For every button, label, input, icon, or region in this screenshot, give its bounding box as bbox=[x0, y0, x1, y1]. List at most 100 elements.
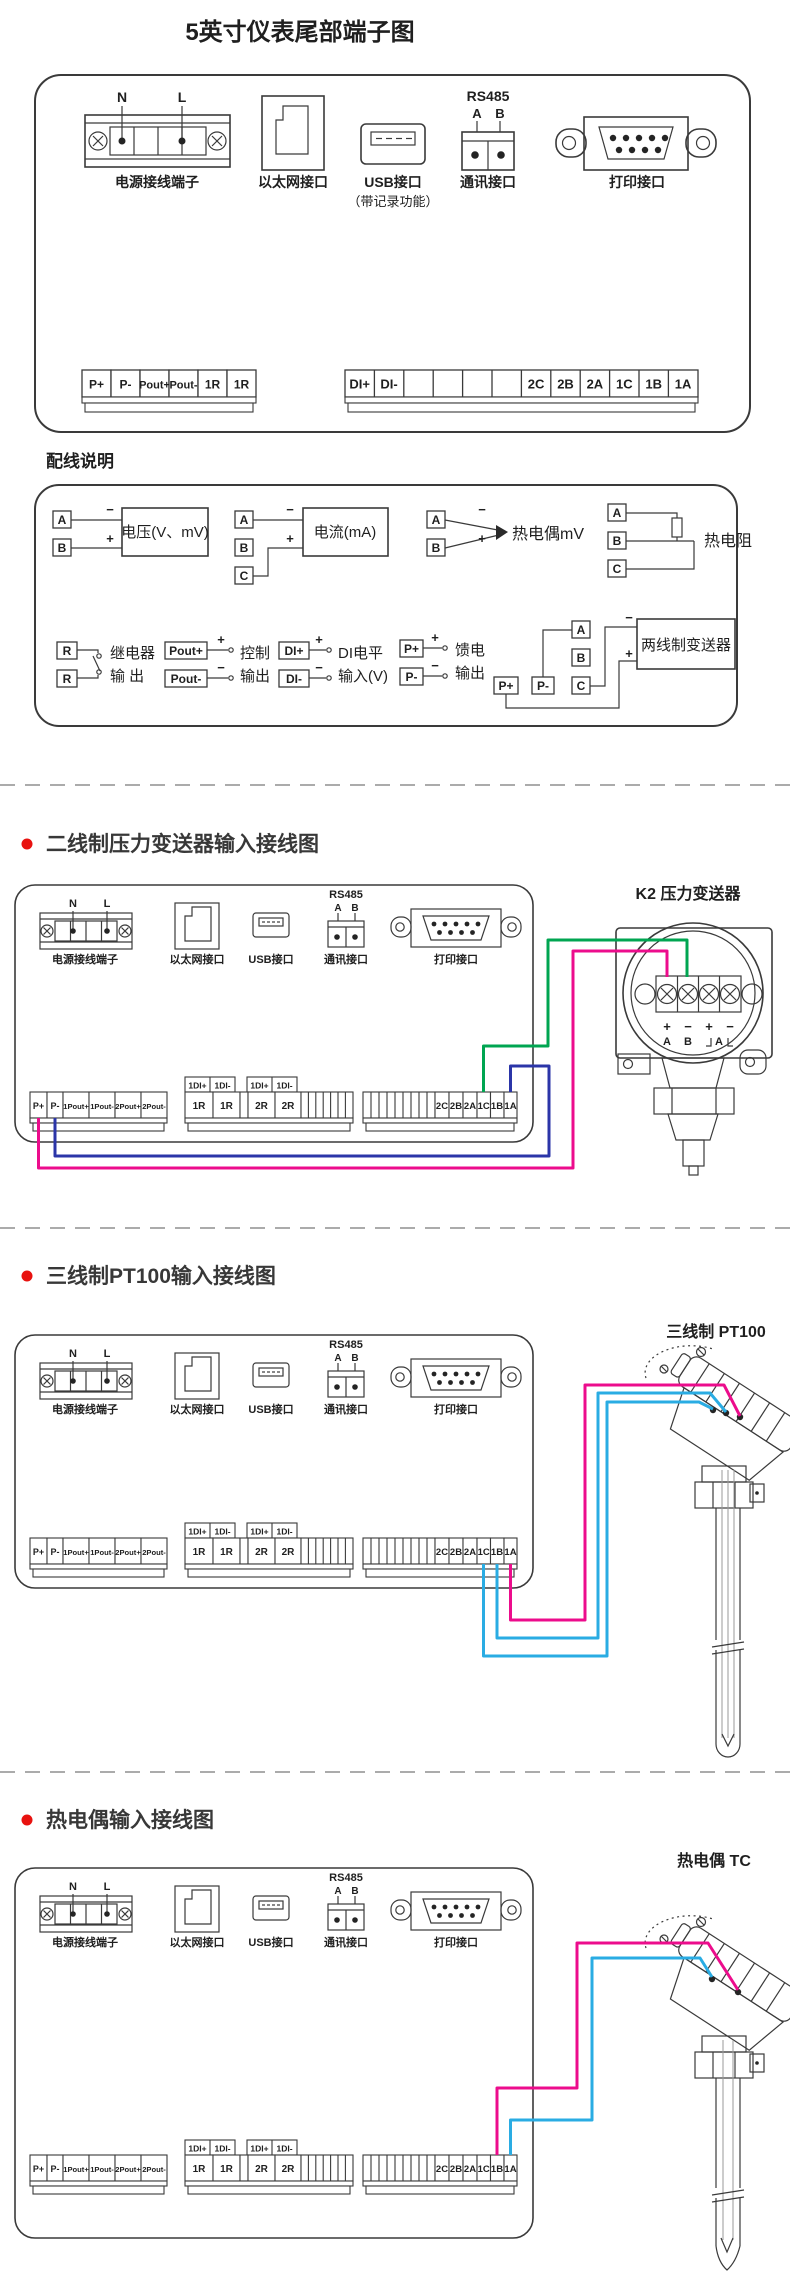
term-c: C bbox=[240, 569, 249, 583]
di-label-2: 输入(V) bbox=[338, 668, 388, 685]
section2-device-label: K2 压力变送器 bbox=[636, 884, 742, 903]
term-p-plus: P+ bbox=[498, 679, 513, 693]
section3-device-label: 三线制 PT100 bbox=[666, 1322, 766, 1341]
pt100-probe-drawing bbox=[644, 1345, 790, 1758]
rs485-a-label: A bbox=[472, 106, 482, 121]
rs485-label: RS485 bbox=[329, 889, 363, 901]
panel-strips bbox=[29, 1522, 518, 1578]
minus-mark: − bbox=[315, 660, 323, 675]
panel1-left-strip: P+ P- Pout+ Pout- 1R 1R bbox=[81, 369, 257, 413]
terminal-cell: 1A bbox=[504, 1101, 516, 1112]
ethernet-port-label: 以太网接口 bbox=[258, 174, 328, 190]
terminal-cell: 1R bbox=[193, 1101, 207, 1112]
term-a: A bbox=[240, 513, 249, 527]
plus-mark: + bbox=[625, 646, 633, 661]
voltage-input-note: A B − + 电压(V、mV) bbox=[52, 502, 209, 557]
terminal-cell: 2C bbox=[436, 1101, 448, 1112]
ethernet-port-label: 以太网接口 bbox=[170, 952, 225, 966]
voltage-box-label: 电压(V、mV) bbox=[121, 524, 209, 541]
terminal-cell: Pout+ bbox=[139, 380, 170, 392]
bullet-icon bbox=[21, 1270, 33, 1282]
plus-mark: + bbox=[217, 632, 225, 647]
bullet-icon bbox=[21, 1814, 33, 1826]
usb-port: USB接口 （带记录功能） bbox=[347, 123, 439, 209]
wire-pink-1a-to-pt100 bbox=[509, 1383, 742, 1622]
panel-strips bbox=[29, 2139, 518, 2195]
panel-ports bbox=[39, 1871, 522, 1950]
terminal-cell: P+ bbox=[89, 378, 104, 392]
panel-outline bbox=[14, 1867, 534, 2239]
di-header-cell: 1DI- bbox=[214, 1081, 230, 1091]
wiring-panel-outline bbox=[34, 484, 738, 727]
section-pressure-transmitter: 二线制压力变送器输入接线图 K2 压力变送器 + − + − A B A bbox=[14, 832, 773, 1176]
feed-output-note: P+ P- + − 馈电 输出 bbox=[399, 630, 485, 686]
terminal-cell: P+ bbox=[33, 1101, 44, 1111]
wire-cyan-1b-to-pt100 bbox=[495, 1391, 728, 1640]
pin-mark: − bbox=[726, 1019, 734, 1034]
wire-green-1c-to-transmitter bbox=[482, 938, 689, 1092]
panel-strips: P+ P- 1Pout+ 1Pout- 2Pout+ 2Pout- 1DI+ 1… bbox=[29, 1076, 518, 1132]
terminal-cell: 1R bbox=[205, 378, 221, 392]
term-b: B bbox=[613, 534, 622, 548]
di-header-cell: 1DI+ bbox=[188, 1081, 206, 1091]
term-p-minus: P- bbox=[406, 670, 418, 684]
printer-port-label: 打印接口 bbox=[434, 952, 478, 966]
feed-label-2: 输出 bbox=[455, 665, 485, 682]
power-l-label: L bbox=[178, 89, 187, 105]
power-n-label: N bbox=[117, 89, 127, 105]
k2-transmitter-drawing: + − + − A B A bbox=[615, 922, 773, 1176]
term-b: B bbox=[58, 541, 67, 555]
terminal-cell: Pout- bbox=[169, 380, 197, 392]
control-output-note: Pout+ Pout- + − 控制 输出 bbox=[164, 632, 270, 688]
terminal-cell: P- bbox=[120, 378, 132, 392]
rs485-b-label: B bbox=[495, 106, 504, 121]
wire-pink-pplus-to-transmitter bbox=[37, 949, 669, 1170]
terminal-cell: P- bbox=[51, 1101, 60, 1111]
terminal-cell: 1Pout- bbox=[90, 1102, 114, 1111]
power-l-label: L bbox=[104, 898, 111, 910]
terminal-cell: 2R bbox=[282, 1101, 296, 1112]
minus-mark: − bbox=[431, 658, 439, 673]
term-b: B bbox=[577, 651, 586, 665]
printer-port: 打印接口 bbox=[555, 116, 717, 190]
power-port: N L 电源接线端子 bbox=[84, 89, 231, 190]
minus-mark: − bbox=[106, 502, 114, 517]
term-a: A bbox=[58, 513, 67, 527]
two-wire-transmitter-note: A B C P+ P- 两线制变送器 − + bbox=[493, 610, 736, 709]
terminal-cell: 1Pout+ bbox=[63, 1102, 89, 1111]
comm-port-label: 通讯接口 bbox=[460, 174, 516, 190]
terminal-cell: 2Pout+ bbox=[115, 1102, 141, 1111]
wire-blue-pminus-to-1a bbox=[53, 1064, 551, 1158]
usb-port-label: USB接口 bbox=[248, 952, 293, 966]
plus-mark: + bbox=[478, 531, 486, 546]
term-b: B bbox=[432, 541, 441, 555]
current-box-label: 电流(mA) bbox=[314, 524, 377, 541]
power-port-label: 电源接线端子 bbox=[52, 952, 118, 966]
thermocouple-input-note: A B − + 热电偶mV bbox=[426, 502, 584, 557]
rs485-b-label: B bbox=[351, 903, 358, 914]
wire-cyan-1a-to-tc bbox=[509, 1956, 714, 2155]
panel-outline bbox=[14, 1334, 534, 1589]
relay-label-1: 继电器 bbox=[110, 645, 155, 662]
panel-outline bbox=[14, 884, 534, 1143]
rtd-input-note: A B C 热电阻 bbox=[607, 503, 752, 578]
term-c: C bbox=[577, 679, 586, 693]
usb-port-label: USB接口 bbox=[364, 174, 422, 190]
tc-junction-icon bbox=[496, 525, 508, 540]
terminal-cell: 2R bbox=[255, 1101, 269, 1112]
term-di-minus: DI- bbox=[286, 672, 302, 686]
minus-mark: − bbox=[625, 610, 633, 625]
terminal-cell: 2C bbox=[528, 377, 545, 392]
strip-right: 2C 2B 2A 1C 1B 1A bbox=[362, 1091, 518, 1132]
comm-port: RS485 A B 通讯接口 bbox=[460, 88, 516, 190]
di-header-cell: 1DI+ bbox=[250, 1081, 268, 1091]
ethernet-port: 以太网接口 bbox=[258, 95, 328, 190]
feed-label-1: 馈电 bbox=[455, 642, 485, 659]
current-input-note: A B C − + 电流(mA) bbox=[234, 502, 389, 585]
terminal-cell: DI+ bbox=[349, 377, 370, 392]
minus-mark: − bbox=[478, 502, 486, 517]
power-port-label: 电源接线端子 bbox=[115, 174, 199, 190]
section2-heading: 二线制压力变送器输入接线图 bbox=[46, 832, 319, 856]
resistor-icon bbox=[671, 517, 683, 538]
